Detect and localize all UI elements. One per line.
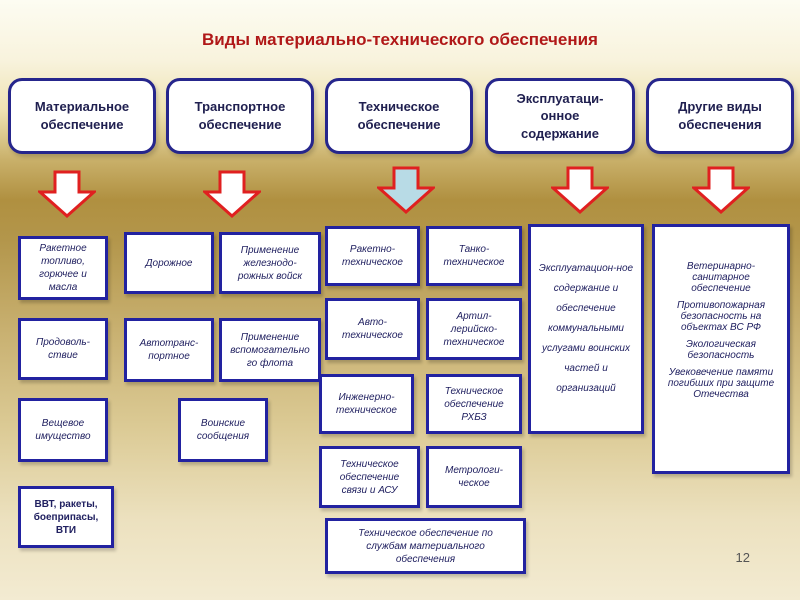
box-weapons: ВВТ, ракеты, боеприпасы, ВТИ <box>18 486 114 548</box>
box-other-support: Ветеринарно- санитарное обеспечение Прот… <box>652 224 790 474</box>
item-ecology: Экологическая безопасность <box>686 339 756 361</box>
down-arrow-icon <box>692 166 750 214</box>
box-food: Продоволь- ствие <box>18 318 108 380</box>
down-arrow-icon <box>551 166 609 214</box>
box-rocket-technical: Ракетно- техническое <box>325 226 420 286</box>
item-memory: Увековечение памяти погибших при защите … <box>667 367 775 400</box>
box-tank-technical: Танко- техническое <box>426 226 522 286</box>
down-arrow-icon <box>203 170 261 218</box>
box-metrology: Метрологи- ческое <box>426 446 522 508</box>
box-auto-transport: Автотранс- портное <box>124 318 214 382</box>
header-transport-support: Транспортное обеспечение <box>166 78 314 154</box>
box-artillery-technical: Артил- лерийско- техническое <box>426 298 522 360</box>
box-clothing: Вещевое имущество <box>18 398 108 462</box>
box-aux-fleet: Применение вспомогательно го флота <box>219 318 321 382</box>
item-fire-safety: Противопожарная безопасность на объектах… <box>676 300 766 333</box>
down-arrow-icon <box>38 170 96 218</box>
box-rocket-fuel: Ракетное топливо, горючее и масла <box>18 236 108 300</box>
box-communications-asu: Техническое обеспечение связи и АСУ <box>319 446 420 508</box>
box-engineering-technical: Инженерно- техническое <box>319 374 414 434</box>
down-arrow-icon <box>377 166 435 214</box>
box-rkhbz: Техническое обеспечение РХБЗ <box>426 374 522 434</box>
box-railway-troops: Применение железнодо- рожных войск <box>219 232 321 294</box>
box-services-technical: Техническое обеспечение по службам матер… <box>325 518 526 574</box>
box-military-communications: Воинские сообщения <box>178 398 268 462</box>
header-maintenance: Эксплуатаци- онное содержание <box>485 78 635 154</box>
header-technical-support: Техническое обеспечение <box>325 78 473 154</box>
box-road: Дорожное <box>124 232 214 294</box>
box-maintenance: Эксплуатацион-ное содержание и обеспечен… <box>528 224 644 434</box>
page-number: 12 <box>735 550 750 565</box>
item-veterinary: Ветеринарно- санитарное обеспечение <box>686 261 756 294</box>
box-auto-technical: Авто- техническое <box>325 298 420 360</box>
header-other-support: Другие виды обеспечения <box>646 78 794 154</box>
page-title: Виды материально-технического обеспечени… <box>202 30 598 49</box>
header-material-support: Материальное обеспечение <box>8 78 156 154</box>
